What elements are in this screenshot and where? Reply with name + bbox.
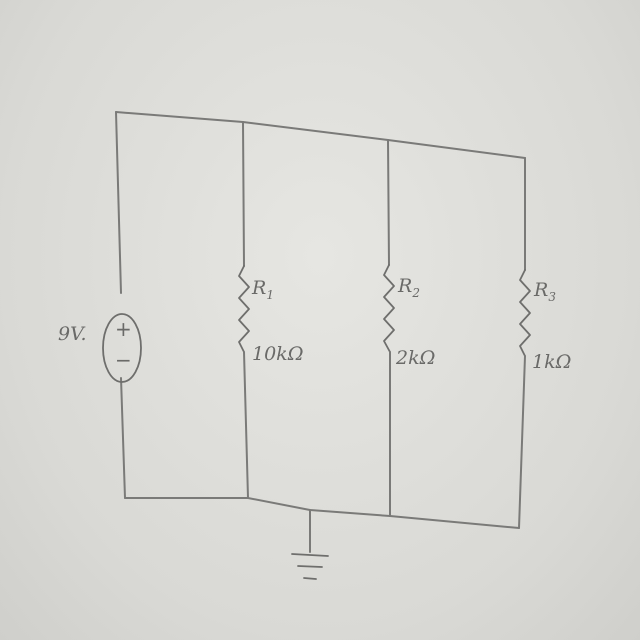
ground-line-3: [303, 577, 317, 580]
ground-line-1: [291, 553, 329, 557]
ground-symbol: [291, 553, 329, 580]
source-branch-wire-bottom: [120, 377, 126, 499]
r2-value-label: 2kΩ: [395, 347, 435, 369]
source-branch-wire-top: [115, 111, 122, 294]
voltage-source-symbol: [102, 313, 142, 383]
source-plus-sign: +: [115, 317, 132, 341]
source-minus-sign: −: [115, 348, 132, 372]
ground-line-2: [297, 565, 323, 568]
r1-name-label: R1: [251, 277, 274, 302]
r1-branch-wire-top: [242, 121, 245, 267]
r1-branch-wire-bottom: [243, 351, 249, 499]
top-wire: [115, 111, 526, 159]
source-voltage-label: 9V.: [58, 323, 87, 345]
r3-value-label: 1kΩ: [532, 351, 571, 373]
r2-name-label: R2: [397, 275, 420, 300]
r2-zigzag: [383, 264, 395, 353]
r2-branch-wire-top: [387, 139, 390, 266]
r3-name-label: R3: [533, 279, 556, 304]
bottom-wire: [124, 497, 520, 529]
r1-value-label: 10kΩ: [252, 343, 303, 365]
r3-zigzag: [519, 269, 531, 357]
r1-zigzag: [238, 265, 250, 353]
r3-branch-wire-bottom: [518, 355, 526, 529]
